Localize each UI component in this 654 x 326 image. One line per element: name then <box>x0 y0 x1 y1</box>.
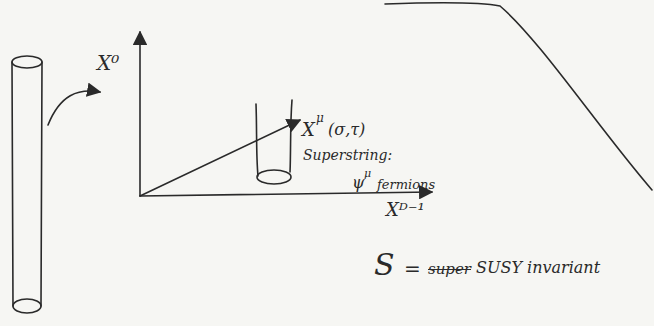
axis-xd <box>140 192 432 196</box>
tube-side <box>290 100 292 172</box>
index-label: μ <box>364 168 371 180</box>
field-label: ψ <box>352 174 365 192</box>
tube-bottom <box>257 170 291 184</box>
index-label: μ <box>316 112 324 125</box>
field-label: (σ,τ) <box>328 121 365 139</box>
axis-label: Xᴰ⁻¹ <box>386 200 425 220</box>
note-text: SUSY invariant <box>476 259 600 277</box>
note-text: Superstring: <box>303 148 392 163</box>
tube-side <box>256 104 258 176</box>
cylinder-side <box>12 62 13 306</box>
axis-x0 <box>139 32 141 196</box>
cylinder-bottom <box>13 299 41 313</box>
axis-diagonal <box>140 120 300 196</box>
struck-word: super <box>428 261 471 278</box>
field-label: X <box>302 120 315 140</box>
page-curve <box>385 3 652 190</box>
note-text: = <box>404 258 421 280</box>
embedding-arrow <box>48 91 100 125</box>
action-symbol: S <box>374 248 395 281</box>
cylinder-top <box>12 56 42 68</box>
cylinder-side <box>41 62 42 306</box>
note-text: fermions <box>377 178 435 192</box>
axis-label: X⁰ <box>97 52 119 74</box>
